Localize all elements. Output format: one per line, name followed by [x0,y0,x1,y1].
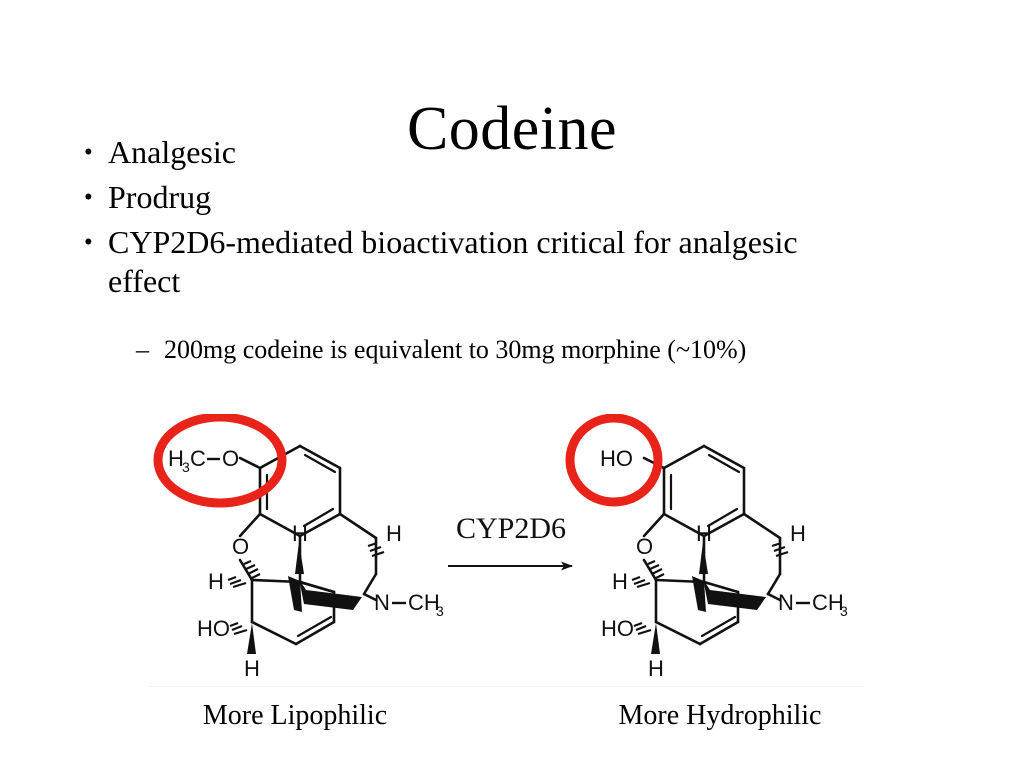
label-h-upper-right: H [790,521,806,546]
enzyme-label: CYP2D6 [456,512,566,545]
codeine-wedge-bridge [288,576,362,612]
hash-bond-ho [633,621,652,636]
label-ho: HO [197,616,230,641]
label-h-bottom: H [244,656,260,681]
morphine-atom-labels: HO O H H H HO H N CH 3 [600,446,848,681]
label-n-methyl-sub: 3 [436,603,444,619]
list-item: • Analgesic [74,133,954,172]
page-title: Codeine [406,94,618,163]
label-ho: HO [601,616,634,641]
reaction-scheme-svg: H 3 C O O H H H HO H N CH 3 CYP2D6 [153,414,848,681]
list-item: • CYP2D6-mediated bioactivation critical… [74,223,954,301]
hash-bond-h-right [771,541,789,558]
label-phenol-ho: HO [600,446,633,471]
reaction-scheme-figure: H 3 C O O H H H HO H N CH 3 CYP2D6 [148,414,864,687]
label-n: N [778,590,794,615]
bullet-text: CYP2D6-mediated bioactivation critical f… [108,224,798,299]
label-h-bottom: H [648,656,664,681]
hash-bond-h-right [367,541,385,558]
label-h-center: H [696,521,712,546]
label-n-methyl-sub: 3 [840,603,848,619]
bullet-marker-icon: • [84,184,93,211]
label-n-methyl: CH [408,590,440,615]
hash-bond-ether [243,559,261,580]
caption-more-lipophilic: More Lipophilic [202,700,388,731]
label-h3c-sub: 3 [182,459,190,475]
bullet-text: Prodrug [108,179,212,215]
label-ether-o: O [636,534,653,559]
label-h3c-c: C [190,446,206,471]
caption-row: More Lipophilic More Hydrophilic [120,699,920,733]
bullet-marker-icon: • [84,139,93,166]
bullet-marker-icon: • [84,229,93,256]
label-h3c-h: H [168,446,184,471]
bullet-text: Analgesic [108,134,236,170]
codeine-structure [238,444,378,646]
list-item: • Prodrug [74,178,954,217]
codeine-atom-labels: H 3 C O O H H H HO H N CH 3 [168,446,444,681]
label-n-methyl: CH [812,590,844,615]
label-n: N [374,590,390,615]
label-methoxy-o: O [222,446,239,471]
hash-bond-h-left [227,575,247,589]
highlight-ellipse-methoxy [153,414,287,508]
dash-marker-icon: – [136,335,149,364]
sub-bullet-list: – 200mg codeine is equivalent to 30mg mo… [136,334,976,366]
hash-bond-ho [229,621,248,636]
morphine-structure [642,444,782,646]
label-ether-o: O [232,534,249,559]
codeine-stereo-bonds [227,541,385,654]
bullet-list: • Analgesic • Prodrug • CYP2D6-mediated … [74,133,954,307]
highlight-ellipse-phenol [565,414,663,507]
label-h-left: H [612,569,628,594]
sub-list-item: – 200mg codeine is equivalent to 30mg mo… [136,334,976,366]
hash-bond-h-left [631,575,651,589]
hash-bond-ether [647,559,665,580]
label-h-center: H [292,521,308,546]
label-h-upper-right: H [386,521,402,546]
label-h-left: H [208,569,224,594]
caption-more-hydrophilic: More Hydrophilic [618,700,822,731]
morphine-stereo-bonds [631,541,789,654]
sub-bullet-text: 200mg codeine is equivalent to 30mg morp… [164,335,747,364]
morphine-wedge-bridge [692,576,766,612]
